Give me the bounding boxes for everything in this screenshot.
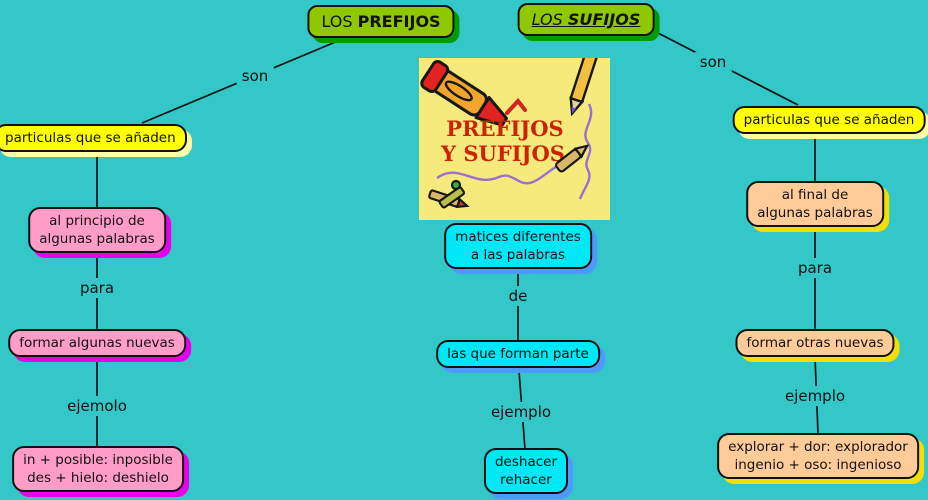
- node-particulas-right: particulas que se añaden: [732, 106, 926, 134]
- node-formar-otras: formar otras nuevas: [735, 329, 895, 357]
- prefijos-sufijos-image: PREFIJOS Y SUFIJOS: [419, 58, 610, 220]
- prefijos-bold: PREFIJOS: [357, 12, 441, 31]
- las-que-forman-label: las que forman parte: [447, 346, 589, 362]
- matices-line1: matices diferentes: [455, 229, 581, 245]
- al-final-line2: algunas palabras: [757, 205, 873, 221]
- label-son-left: son: [236, 66, 274, 86]
- label-de-center: de: [503, 286, 533, 306]
- prefijos-plain: LOS: [321, 12, 353, 31]
- label-para-right: para: [792, 258, 838, 278]
- rehacer-label: rehacer: [500, 472, 552, 488]
- label-son-right: son: [694, 52, 732, 72]
- ejemplo-sufijo-line1: explorar + dor: explorador: [728, 439, 908, 455]
- small-crayon-icon: [555, 144, 590, 173]
- pencil-icon: [569, 58, 601, 117]
- ejemplo-prefijo-line2: des + hielo: deshielo: [27, 470, 169, 486]
- node-los-sufijos: LOS SUFIJOS: [517, 3, 655, 36]
- node-particulas-right-label: particulas que se añaden: [743, 112, 915, 128]
- image-title-line2: Y SUFIJOS: [440, 141, 565, 166]
- al-principio-line2: algunas palabras: [39, 231, 155, 247]
- label-para-left: para: [74, 278, 120, 298]
- big-crayon-icon: [420, 59, 509, 127]
- al-principio-line1: al principio de: [49, 213, 145, 229]
- label-ejemolo-left: ejemolo: [62, 396, 132, 416]
- purple-squiggle-right: [578, 103, 593, 200]
- node-las-que-forman: las que forman parte: [436, 340, 600, 368]
- node-al-final: al final de algunas palabras: [746, 181, 884, 227]
- label-ejemplo-center: ejemplo: [485, 402, 557, 422]
- red-check-mark: [505, 97, 527, 115]
- al-final-line1: al final de: [781, 187, 849, 203]
- ejemplo-sufijo-line2: ingenio + oso: ingenioso: [734, 457, 902, 473]
- purple-squiggle-bottom: [436, 162, 569, 185]
- matices-line2: a las palabras: [470, 247, 566, 263]
- sufijos-bold: SUFIJOS: [567, 10, 641, 29]
- node-ejemplos-prefijos: in + posible: inposible des + hielo: des…: [12, 446, 184, 492]
- deshacer-label: deshacer: [494, 454, 558, 470]
- ejemplo-prefijo-line1: in + posible: inposible: [23, 452, 173, 468]
- formar-algunas-label: formar algunas nuevas: [19, 335, 175, 351]
- node-formar-algunas: formar algunas nuevas: [8, 329, 186, 357]
- node-matices: matices diferentes a las palabras: [444, 223, 592, 269]
- node-ejemplos-sufijos: explorar + dor: explorador ingenio + oso…: [717, 433, 919, 479]
- image-title-line1: PREFIJOS: [446, 116, 563, 141]
- crossed-crayons-icon: [428, 179, 470, 209]
- node-particulas-left: particulas que se añaden: [0, 124, 187, 152]
- label-ejemplo-right: ejemplo: [779, 386, 851, 406]
- node-deshacer-rehacer: deshacer rehacer: [483, 448, 569, 494]
- formar-otras-label: formar otras nuevas: [746, 335, 884, 351]
- node-los-prefijos: LOS PREFIJOS: [307, 5, 455, 38]
- node-al-principio: al principio de algunas palabras: [28, 207, 166, 253]
- sufijos-plain: LOS: [531, 10, 563, 29]
- node-particulas-left-label: particulas que se añaden: [5, 130, 176, 146]
